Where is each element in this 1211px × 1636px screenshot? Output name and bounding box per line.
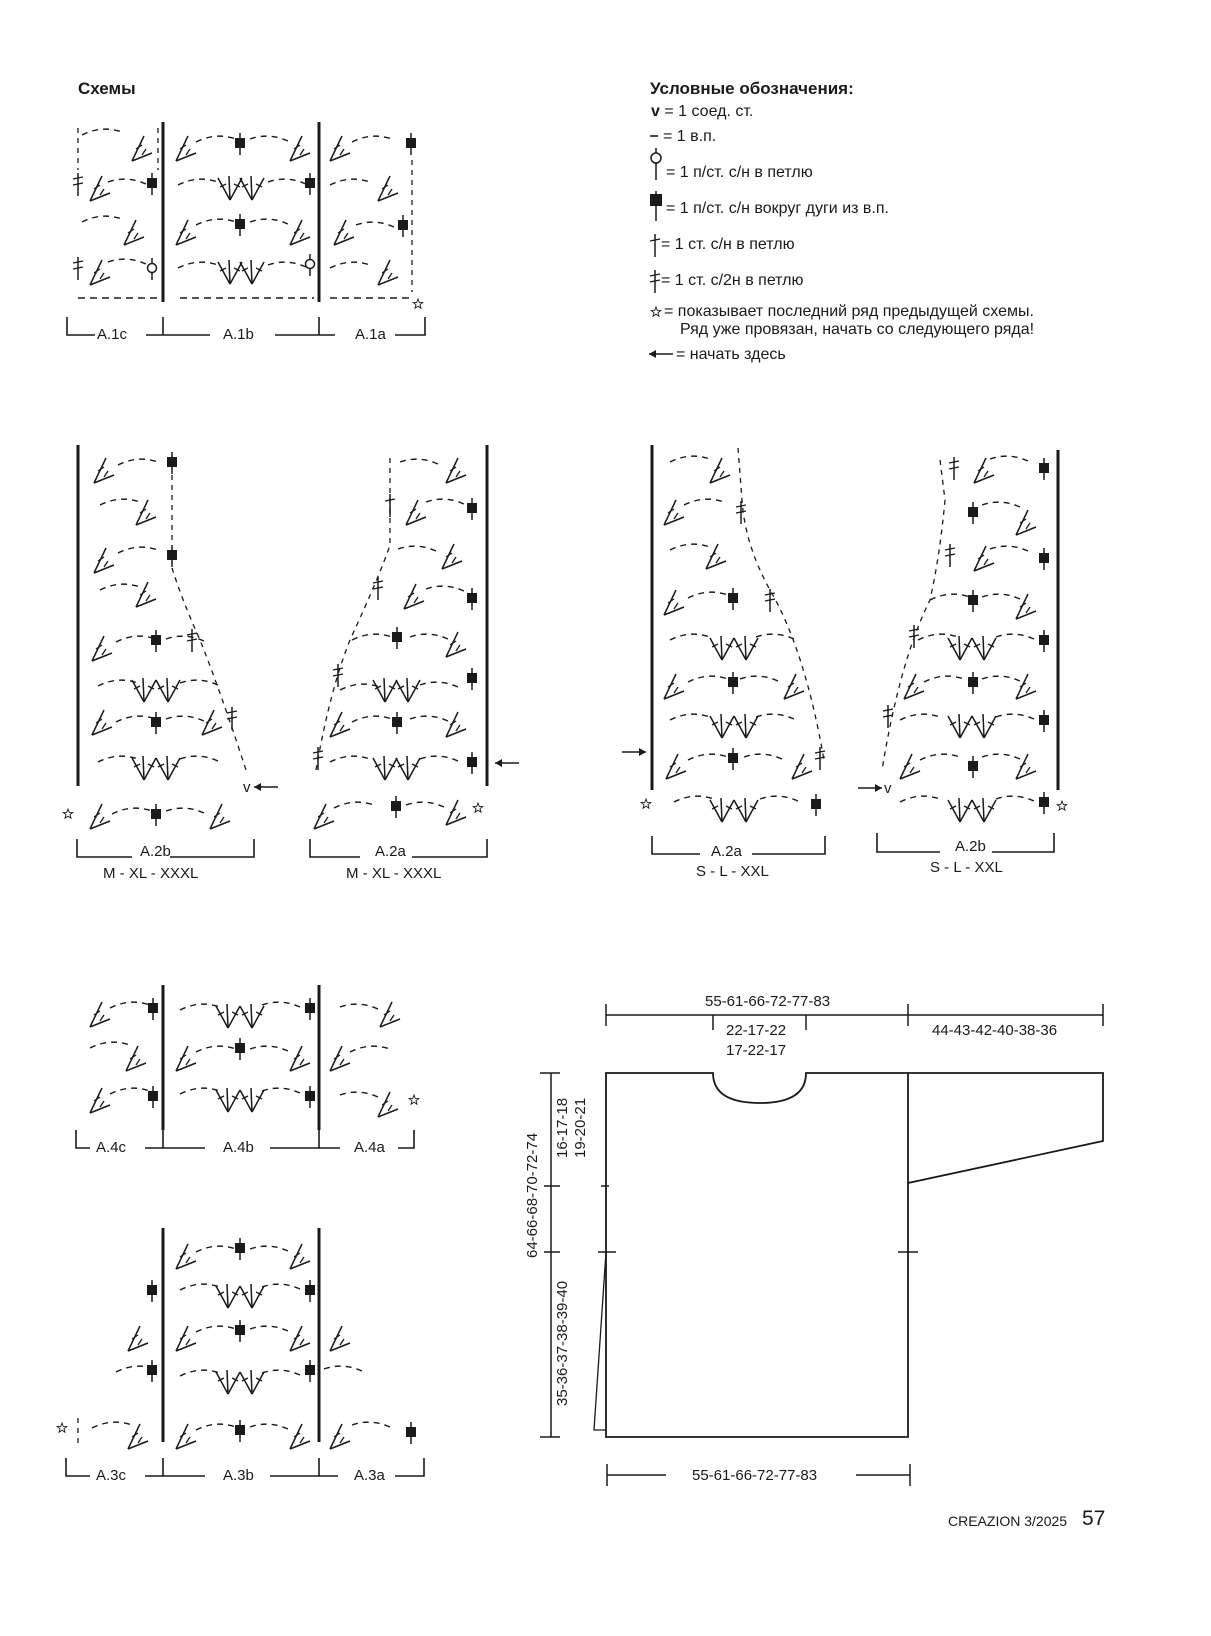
legend-text-slip-stitch: = 1 соед. ст. <box>664 103 754 120</box>
label-a4a: A.4a <box>354 1139 386 1156</box>
chart-a2b-m: v A.2b M - XL - XXXL <box>62 445 279 882</box>
sleeve-length-label: 44-43-42-40-38-36 <box>932 1022 1057 1039</box>
footer-page-number: 57 <box>1082 1507 1106 1530</box>
schemes-title: Схемы <box>78 79 136 98</box>
label-a2b-m: A.2b <box>140 843 171 860</box>
legend-item-slip-stitch: v = 1 соед. ст. <box>651 103 753 121</box>
legend-filled-square-symbol <box>650 191 662 221</box>
footer-magazine: CREAZION 3/2025 <box>948 1513 1068 1529</box>
legend-text-half-dc-around-arc: = 1 п/ст. с/н вокруг дуги из в.п. <box>666 200 889 217</box>
lower-height-label: 35-36-37-38-39-40 <box>554 1281 571 1406</box>
bottom-width-label: 55-61-66-72-77-83 <box>692 1467 817 1484</box>
chart-a2a-s: A.2a S - L - XXL <box>621 445 826 880</box>
label-a2b-s: A.2b <box>955 838 986 855</box>
legend-symbols <box>648 135 674 359</box>
label-a3a: A.3a <box>354 1467 386 1484</box>
legend-text-chain: = 1 в.п. <box>663 128 717 145</box>
legend-star-symbol <box>650 306 662 317</box>
chart-a3: A.3c A.3b A.3a <box>56 1228 425 1484</box>
legend-text-start-here: = начать здесь <box>676 346 786 363</box>
legend-text-star: = показывает последний ряд предыдущей сх… <box>664 303 1034 320</box>
label-a1b: A.1b <box>223 326 254 343</box>
chart-a4: A.4c A.4b A.4a <box>75 985 420 1156</box>
label-a2a-s: A.2a <box>711 843 743 860</box>
sizes-a2b-s: S - L - XXL <box>930 859 1003 876</box>
total-height-label: 64-66-68-70-72-74 <box>524 1133 541 1258</box>
legend-text-tr: = 1 ст. с/2н в петлю <box>661 272 804 289</box>
neck-width-label-1: 22-17-22 <box>726 1022 786 1039</box>
legend-title: Условные обозначения: <box>650 79 854 98</box>
chart-a2a-m: A.2a M - XL - XXXL <box>309 445 520 882</box>
legend-tr-symbol <box>649 269 661 294</box>
label-a4b: A.4b <box>223 1139 254 1156</box>
top-width-label: 55-61-66-72-77-83 <box>705 993 830 1010</box>
label-a1c: A.1c <box>97 326 128 343</box>
label-a3b: A.3b <box>223 1467 254 1484</box>
legend-text-dc: = 1 ст. с/н в петлю <box>661 236 795 253</box>
legend-symbol-v: v <box>651 103 660 120</box>
legend-open-circle-symbol <box>650 148 662 180</box>
legend-dc-symbol <box>649 233 661 258</box>
sizes-a2a-s: S - L - XXL <box>696 863 769 880</box>
armhole-label-1: 16-17-18 <box>554 1098 571 1158</box>
sizes-a2b-m: M - XL - XXXL <box>103 865 198 882</box>
label-a1a: A.1a <box>355 326 387 343</box>
garment-schematic: 55-61-66-72-77-83 22-17-22 17-22-17 44-4… <box>524 993 1104 1486</box>
a2b-s-slip-v: v <box>884 780 892 797</box>
legend-arrow-symbol <box>648 349 674 359</box>
legend-text-star-2: Ряд уже провязан, начать со следующего р… <box>680 321 1035 338</box>
sizes-a2a-m: M - XL - XXXL <box>346 865 441 882</box>
neck-width-label-2: 17-22-17 <box>726 1042 786 1059</box>
a2b-m-slip-v: v <box>243 779 251 796</box>
chart-a2b-s: v A.2b S - L - XXL <box>857 450 1068 876</box>
label-a4c: A.4c <box>96 1139 127 1156</box>
label-a2a-m: A.2a <box>375 843 407 860</box>
armhole-label-2: 19-20-21 <box>572 1098 589 1158</box>
chart-a1: A.1c A.1b A.1a <box>66 122 426 343</box>
legend-text-half-dc-in-stitch: = 1 п/ст. с/н в петлю <box>666 164 813 181</box>
label-a3c: A.3c <box>96 1467 127 1484</box>
